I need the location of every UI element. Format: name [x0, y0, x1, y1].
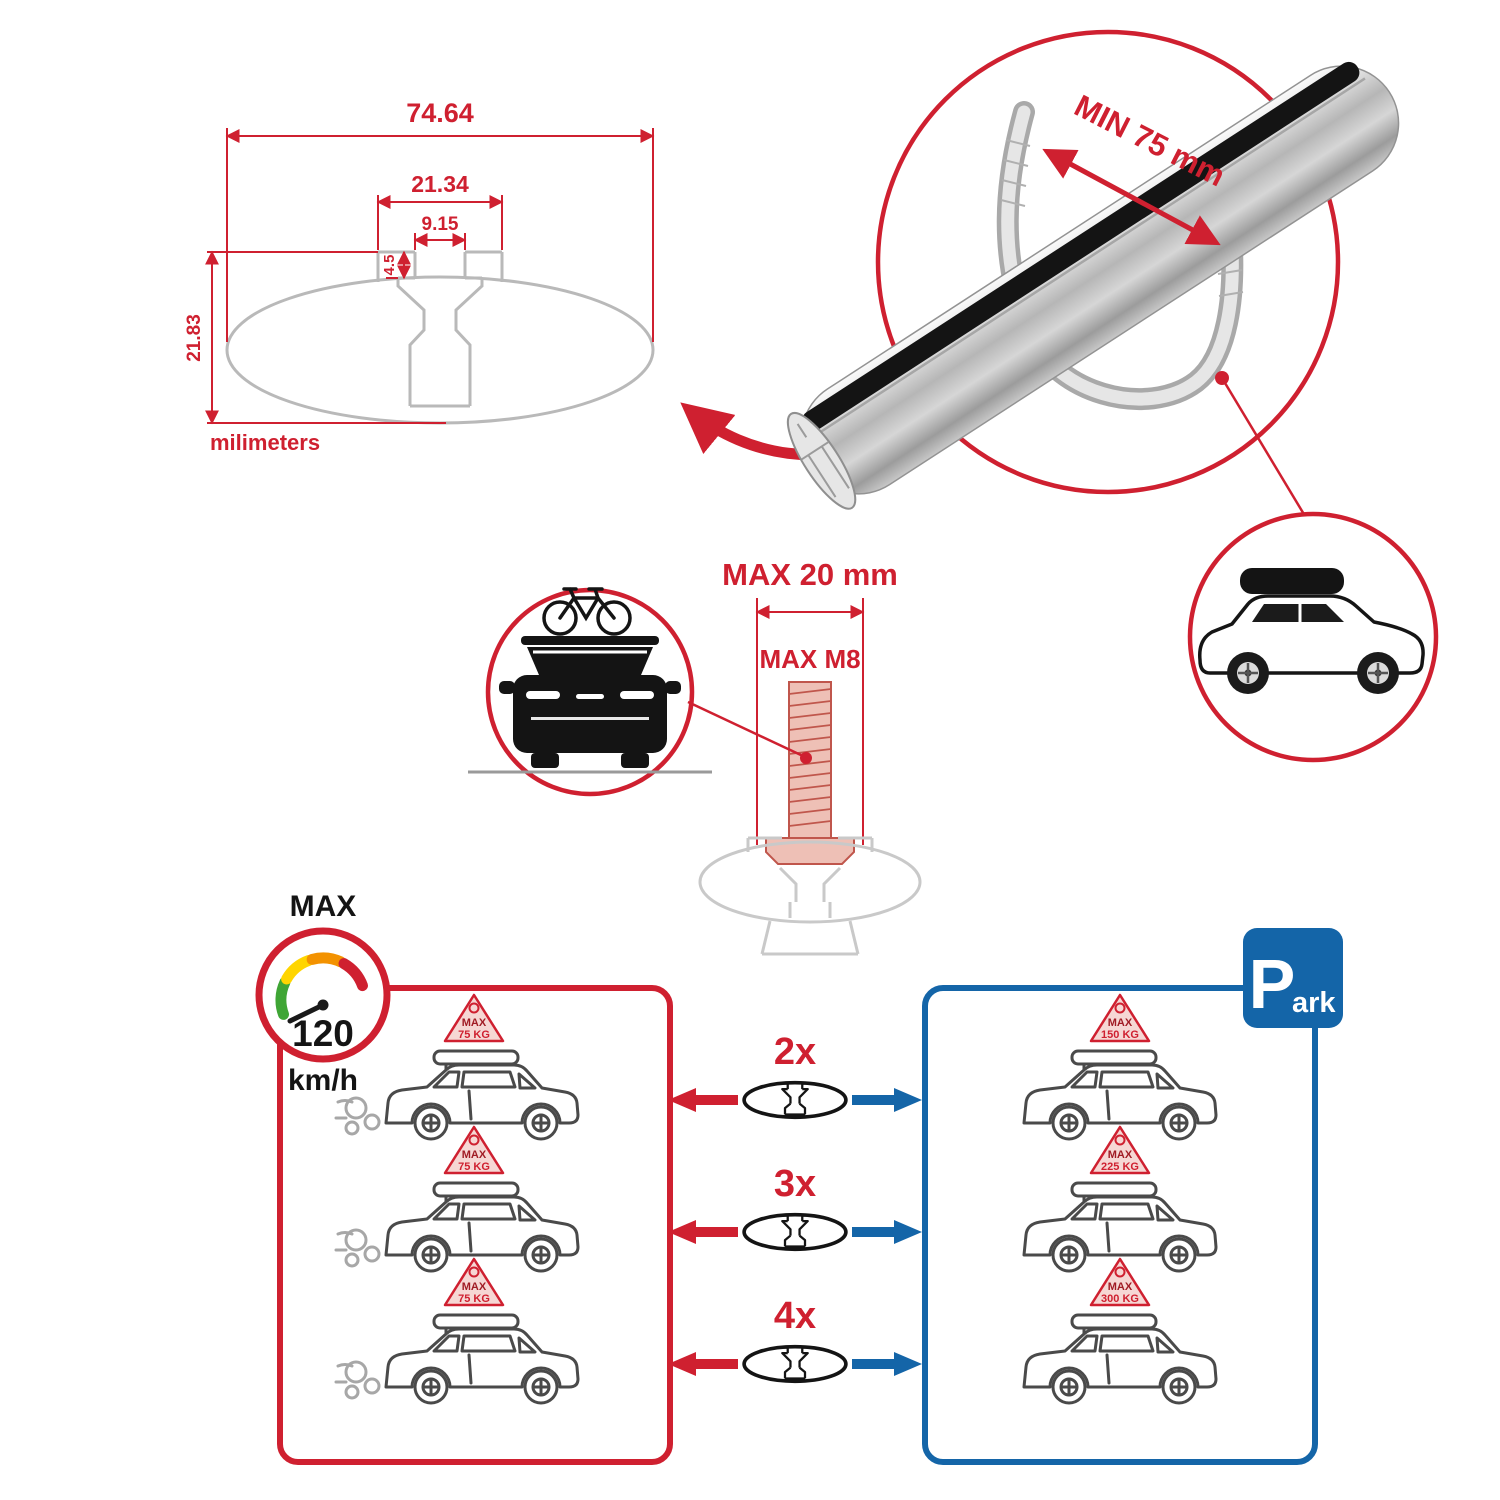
badge-kg: 75 KG	[458, 1029, 490, 1041]
parked-badge-1: MAX 150 KG	[1089, 993, 1151, 1043]
crossbar-section-icon-2	[742, 1212, 848, 1252]
min-span-arrow	[1042, 148, 1221, 246]
bolt-dimension-lines	[755, 598, 865, 845]
driving-badge-3: MAX 75 KG	[443, 1257, 505, 1307]
parking-sign-plate	[1243, 928, 1343, 1028]
dimension-total-width: 74.64	[406, 98, 474, 128]
driving-badge-1: MAX 75 KG	[443, 993, 505, 1043]
units-label: milimeters	[210, 430, 320, 455]
front-car-circle	[468, 587, 804, 797]
badge-kg: 75 KG	[458, 1293, 490, 1305]
parked-badge-3: MAX 300 KG	[1089, 1257, 1151, 1307]
badge-max: MAX	[1108, 1149, 1133, 1161]
roofbox-car-circle	[1187, 511, 1439, 763]
badge-kg: 225 KG	[1101, 1161, 1139, 1173]
faded-profile	[698, 836, 922, 956]
gauge-circle	[255, 927, 391, 1063]
crossbar-section-icon-1	[742, 1080, 848, 1120]
load-row-3: 4x MAX 75 KG MAX 300 KG	[334, 1257, 1218, 1405]
roofbox-car	[1198, 568, 1425, 694]
bicycle-icon	[542, 587, 632, 636]
bolt-callout-dot	[800, 752, 812, 764]
callout-line	[1220, 377, 1307, 517]
parking-sign: P ark	[1243, 928, 1343, 1028]
technical-drawing: 74.64 21.34 9.15 4.5 21.83 milimeters	[184, 98, 655, 455]
load-row-2: 3x MAX 75 KG MAX 225 KG	[334, 1125, 1218, 1273]
badge-max: MAX	[462, 1149, 487, 1161]
speed-value: 120	[292, 1013, 354, 1054]
max-thread-label: MAX M8	[759, 644, 860, 674]
dimension-slot-depth: 4.5	[381, 255, 398, 276]
front-car-callout-line	[687, 700, 804, 758]
parked-badge-2: MAX 225 KG	[1089, 1125, 1151, 1175]
multiplier-2: 3x	[774, 1163, 816, 1205]
detail-circle-outline	[875, 29, 1341, 495]
load-row-1: 2x MAX 75 KG MAX 150 KG	[334, 993, 1218, 1141]
badge-max: MAX	[462, 1017, 487, 1029]
badge-max: MAX	[1108, 1017, 1133, 1029]
badge-max: MAX	[462, 1281, 487, 1293]
tbolt-diagram: MAX 20 mm MAX M8	[698, 557, 922, 956]
dimension-channel-width: 21.34	[411, 171, 469, 197]
driving-badge-2: MAX 75 KG	[443, 1125, 505, 1175]
badge-kg: 75 KG	[458, 1161, 490, 1173]
speed-unit: km/h	[288, 1064, 358, 1097]
badge-kg: 300 KG	[1101, 1293, 1139, 1305]
tbolt	[765, 681, 855, 865]
max-length-label: MAX 20 mm	[722, 557, 898, 592]
dimension-total-height: 21.83	[184, 314, 205, 362]
crossbar-section-icon-3	[742, 1344, 848, 1384]
roof-box	[1240, 568, 1344, 594]
speed-limit-gauge: MAX 120 km/h	[255, 890, 391, 1097]
dimension-slot-width: 9.15	[422, 214, 459, 235]
crossbar-detail-circle: MIN 75 mm	[786, 29, 1400, 517]
speed-max-label: MAX	[290, 890, 357, 923]
front-car	[499, 636, 681, 768]
profile-outline	[225, 250, 655, 425]
multiplier-3: 4x	[774, 1295, 816, 1337]
badge-max: MAX	[1108, 1281, 1133, 1293]
dimension-lines	[205, 128, 655, 425]
speed-comparison: MAX 120 km/h P ark 2x	[255, 890, 1343, 1465]
gauge-arcs	[275, 952, 368, 1020]
parking-suffix: ark	[1292, 987, 1336, 1019]
gauge-needle	[287, 1002, 326, 1024]
parking-letter: P	[1249, 945, 1296, 1023]
bar-end-section	[786, 411, 857, 510]
badge-kg: 150 KG	[1101, 1029, 1139, 1041]
multiplier-1: 2x	[774, 1031, 816, 1073]
